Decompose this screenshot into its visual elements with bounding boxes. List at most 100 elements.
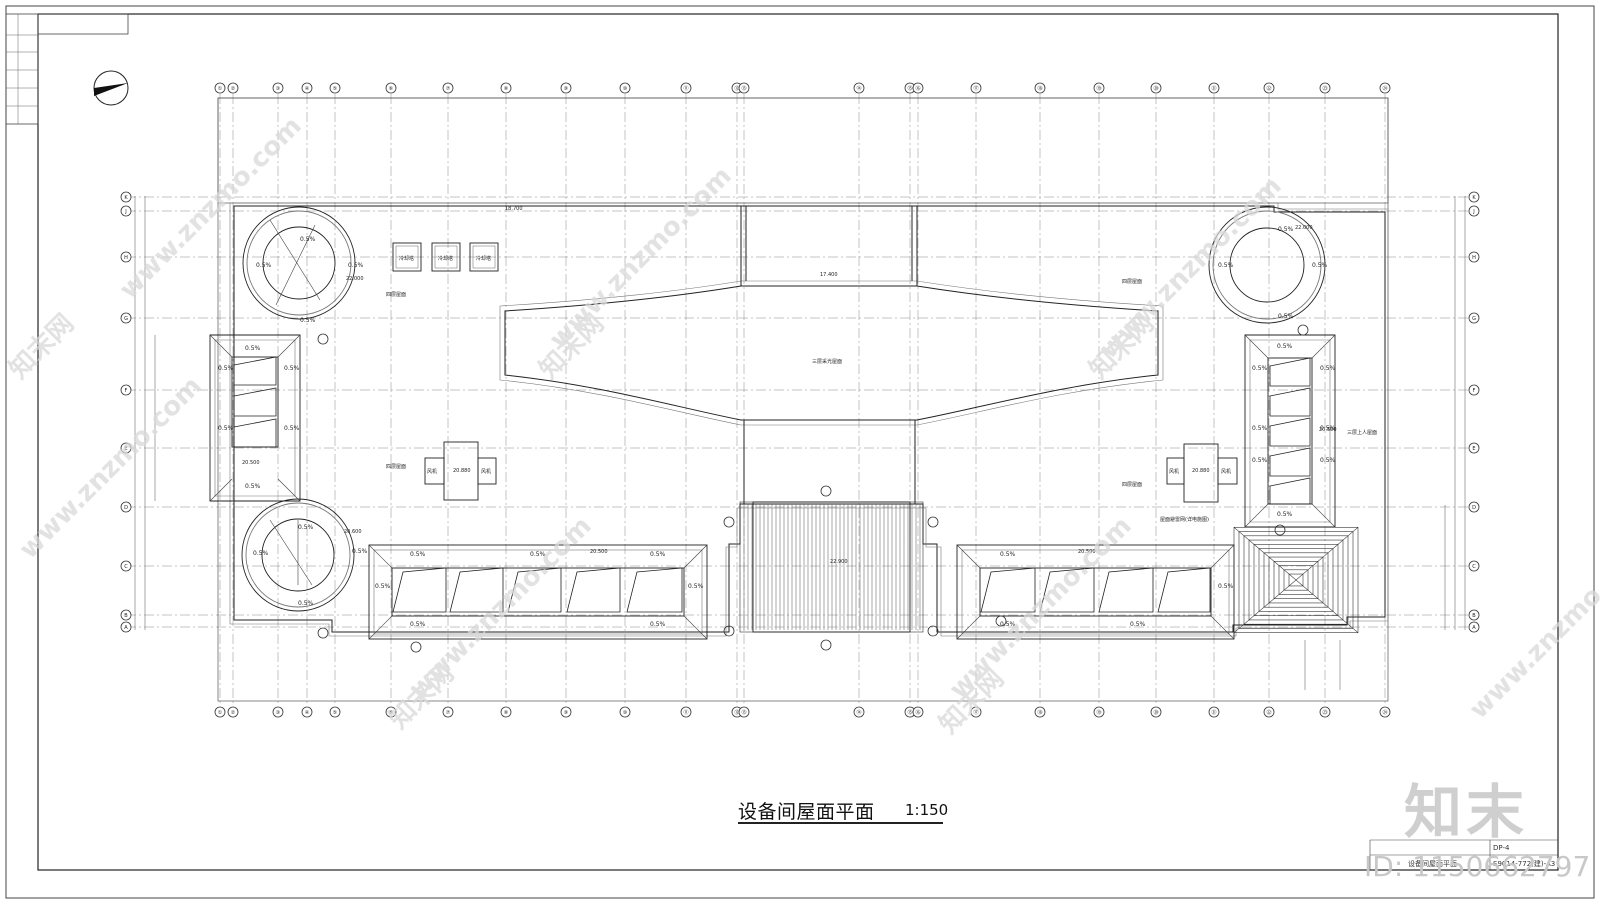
row-axis-bubble: F [1468, 384, 1480, 396]
cooling-tower-label-1: 冷却塔 [399, 255, 414, 262]
column-axis-bubble: ⑳ [1150, 706, 1162, 718]
column-axis-bubble: ⑨ [560, 82, 572, 94]
svg-text:⑩: ⑩ [623, 710, 628, 716]
slope-label: 0.5% [218, 425, 234, 432]
svg-text:⑰: ⑰ [973, 709, 978, 716]
column-axis-bubble: ⑰ [970, 706, 982, 718]
svg-text:⑫: ⑫ [734, 85, 739, 92]
svg-text:⑯: ⑯ [915, 709, 920, 716]
svg-text:④: ④ [305, 86, 310, 92]
column-axis-bubble: ⑭ [853, 82, 865, 94]
watermark-site-7: www.znzmo.com [1464, 531, 1600, 725]
svg-text:B: B [124, 613, 128, 619]
svg-text:③: ③ [276, 710, 280, 716]
row-axis-bubble: D [1468, 501, 1480, 513]
top-left-title-tab [37, 13, 129, 35]
side-dimension-lines [134, 196, 1466, 690]
watermark-site-6: www.znzmo.com [944, 511, 1138, 705]
column-axis-bubble: ⑯ [912, 82, 924, 94]
column-axis-bubble: ⑤ [329, 706, 341, 718]
revision-strip [5, 13, 39, 125]
elev-20500-left: 20.500 [242, 460, 260, 466]
elev-20500-bl: 20.500 [590, 549, 608, 555]
watermark-brand-1: 知末网 [4, 309, 80, 385]
svg-text:J: J [1472, 209, 1474, 215]
row-axis-bubble: D [120, 501, 132, 513]
svg-text:⑦: ⑦ [446, 86, 451, 92]
title-block-code: DP-4 [1493, 844, 1510, 852]
svg-text:K: K [124, 195, 128, 201]
svg-text:㉒: ㉒ [1266, 85, 1271, 92]
left-strip-glass [233, 356, 277, 448]
svg-text:②: ② [231, 86, 236, 92]
slope-label: 0.5% [1320, 457, 1336, 464]
svg-text:㉓: ㉓ [1322, 709, 1327, 716]
column-axis-bubble: ① [214, 706, 226, 718]
column-axis-bubble: ⑯ [912, 706, 924, 718]
svg-text:④: ④ [305, 710, 310, 716]
slope-label: 0.5% [1278, 313, 1294, 320]
elev-20880-right: 20.880 [1192, 468, 1210, 474]
north-arrow-icon [93, 70, 129, 106]
svg-text:⑬: ⑬ [741, 85, 746, 92]
title-block [1369, 839, 1558, 870]
fan-label-right-b: 风机 [1221, 468, 1231, 475]
slope-label: 0.5% [1252, 425, 1268, 432]
svg-text:⑯: ⑯ [915, 85, 920, 92]
cooling-tower-label-3: 冷却塔 [476, 255, 491, 262]
fan-unit-right [1166, 443, 1238, 503]
slope-label: 0.5% [300, 236, 316, 243]
svg-text:㉔: ㉔ [1382, 709, 1387, 716]
column-axis-bubble: ㉓ [1319, 706, 1331, 718]
column-axis-bubble: ㉒ [1263, 82, 1275, 94]
row-axis-bubble: C [1468, 560, 1480, 572]
row-axis-bubble: K [1468, 191, 1480, 203]
svg-text:㉓: ㉓ [1322, 85, 1327, 92]
row-axis-bubble: B [120, 609, 132, 621]
svg-text:E: E [1472, 446, 1475, 452]
slope-label: 0.5% [1278, 226, 1294, 233]
column-axis-bubble: ⑮ [904, 82, 916, 94]
column-axis-bubble: ㉑ [1208, 82, 1220, 94]
svg-text:⑤: ⑤ [333, 710, 337, 716]
row-axis-bubble: H [1468, 251, 1480, 263]
row-axis-bubble: E [1468, 442, 1480, 454]
roof-4f-label-4: 四层屋面 [1122, 482, 1142, 488]
row-axis-bubble: C [120, 560, 132, 572]
roof-4f-label-1: 四层屋面 [386, 292, 406, 298]
slope-label: 0.5% [218, 365, 234, 372]
cooling-tower-label-2: 冷却塔 [438, 255, 453, 262]
svg-text:⑮: ⑮ [907, 709, 912, 716]
svg-text:G: G [1472, 316, 1476, 322]
slope-label: 0.5% [300, 317, 316, 324]
slope-label: 0.5% [375, 583, 391, 590]
row-axis-bubble: B [1468, 609, 1480, 621]
drawing-scale: 1:150 [905, 801, 949, 819]
svg-text:②: ② [231, 710, 236, 716]
column-axis-bubble: ② [227, 706, 239, 718]
svg-text:⑥: ⑥ [389, 86, 394, 92]
slope-label: 0.5% [650, 621, 666, 628]
row-axis-bubble: A [1468, 621, 1480, 633]
svg-text:⑥: ⑥ [389, 710, 394, 716]
watermark-site-4: www.znzmo.com [14, 371, 208, 565]
slope-label: 0.5% [1218, 262, 1234, 269]
slope-label: 0.5% [298, 524, 314, 531]
watermark-site-1: www.znzmo.com [114, 111, 308, 305]
column-axis-bubble: ⑪ [680, 82, 692, 94]
svg-text:㉑: ㉑ [1211, 709, 1216, 716]
svg-text:E: E [124, 446, 127, 452]
column-axis-bubble: ⑲ [1093, 82, 1105, 94]
svg-text:K: K [1472, 195, 1476, 201]
slope-label: 0.5% [352, 548, 368, 555]
slope-label: 0.5% [256, 262, 272, 269]
column-axis-bubble: ㉑ [1208, 706, 1220, 718]
lightning-note: 屋面避雷网(详电施图) [1160, 516, 1209, 523]
svg-text:⑪: ⑪ [683, 709, 688, 716]
title-underline [738, 822, 943, 824]
column-axis-bubble: ⑪ [680, 706, 692, 718]
slope-labels: 0.5% 0.5% 0.5% 0.5% 0.5% 0.5% 0.5% 0.5% 0.5% 0.5%… [218, 226, 1336, 628]
slope-label: 0.5% [245, 483, 261, 490]
svg-text:H: H [1472, 255, 1476, 261]
elev-22000-right: 22.000 [1295, 225, 1313, 231]
